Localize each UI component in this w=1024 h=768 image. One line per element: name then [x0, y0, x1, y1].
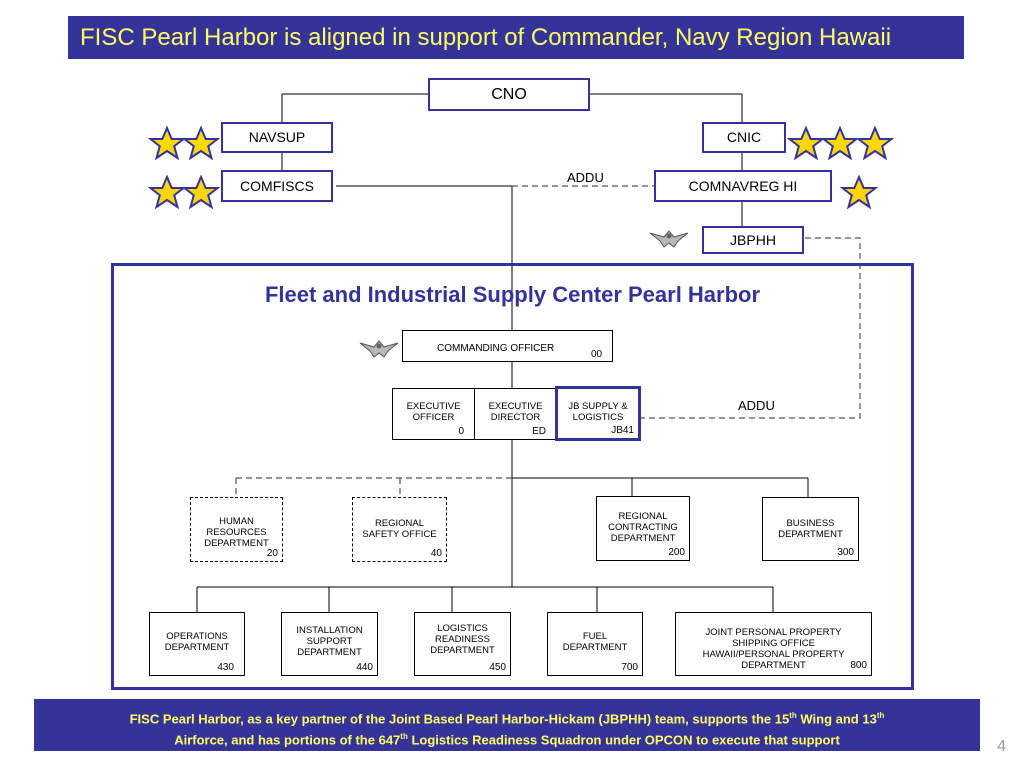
- addu-label-mid: ADDU: [738, 398, 775, 413]
- fisc-org-frame: [111, 263, 914, 690]
- dept-code: 200: [668, 547, 685, 558]
- dept-line: READINESS: [435, 634, 490, 645]
- footer-text: Airforce, and has portions of the 647: [174, 732, 401, 748]
- regional-safety-office-box: REGIONAL SAFETY OFFICE 40: [352, 497, 447, 562]
- joint-personal-property-box: JOINT PERSONAL PROPERTY SHIPPING OFFICE …: [675, 612, 872, 676]
- star-icon: [841, 176, 877, 208]
- page-number: 4: [997, 738, 1006, 755]
- footer-text: Wing and 13: [796, 711, 877, 727]
- executive-officer-box: EXECUTIVE OFFICER 0: [392, 388, 475, 440]
- operations-department-box: OPERATIONS DEPARTMENT 430: [149, 612, 245, 676]
- dept-code: 20: [266, 548, 278, 559]
- eagle-insignia-icon: [649, 230, 689, 248]
- jb-line1: JB SUPPLY &: [568, 401, 628, 412]
- jb-supply-logistics-box: JB SUPPLY & LOGISTICS JB41: [555, 386, 641, 441]
- dept-line: DEPARTMENT: [610, 533, 676, 544]
- jb-code: JB41: [611, 425, 634, 436]
- footer-sup: th: [400, 732, 408, 742]
- business-department-box: BUSINESS DEPARTMENT 300: [762, 497, 859, 561]
- slide-title: FISC Pearl Harbor is aligned in support …: [68, 16, 964, 59]
- executive-director-box: EXECUTIVE DIRECTOR ED: [474, 388, 557, 440]
- dept-line: FUEL: [582, 631, 608, 642]
- human-resources-box: HUMAN RESOURCES DEPARTMENT 20: [190, 497, 283, 562]
- xo-line1: EXECUTIVE: [406, 401, 461, 412]
- xo-line2: OFFICER: [412, 412, 455, 423]
- dept-line: DEPARTMENT: [204, 538, 269, 549]
- dept-line: DEPARTMENT: [430, 645, 495, 656]
- regional-contracting-box: REGIONAL CONTRACTING DEPARTMENT 200: [596, 496, 690, 561]
- dept-line: DEPARTMENT: [562, 642, 628, 653]
- footer-text: FISC Pearl Harbor, as a key partner of t…: [129, 711, 790, 727]
- star-icon: [183, 176, 219, 208]
- dept-line: HAWAII/PERSONAL PROPERTY: [702, 649, 845, 660]
- installation-support-box: INSTALLATION SUPPORT DEPARTMENT 440: [281, 612, 378, 676]
- dept-line: HUMAN: [219, 516, 254, 527]
- dept-line: DEPARTMENT: [297, 647, 362, 658]
- footer-banner: FISC Pearl Harbor, as a key partner of t…: [34, 699, 980, 751]
- star-icon: [788, 127, 824, 159]
- logistics-readiness-box: LOGISTICS READINESS DEPARTMENT 450: [414, 612, 511, 676]
- dept-code: 800: [850, 660, 867, 671]
- footer-sup: th: [876, 711, 885, 720]
- eagle-insignia-icon: [359, 340, 399, 358]
- dept-line: REGIONAL: [618, 511, 668, 522]
- dept-line: DEPARTMENT: [778, 529, 843, 540]
- dept-line: CONTRACTING: [608, 522, 678, 533]
- dept-line: DEPARTMENT: [741, 660, 806, 671]
- dept-line: BUSINESS: [786, 518, 835, 529]
- dept-code: 700: [621, 662, 638, 673]
- jb-line2: LOGISTICS: [572, 412, 624, 423]
- star-icon: [857, 127, 893, 159]
- jbphh-box: JBPHH: [702, 226, 804, 254]
- dept-code: 430: [217, 662, 234, 673]
- cno-box: CNO: [428, 78, 590, 111]
- dept-line: SAFETY OFFICE: [362, 529, 437, 540]
- comnavreg-box: COMNAVREG HI: [654, 170, 832, 202]
- ed-code: ED: [532, 426, 546, 437]
- star-icon: [822, 127, 858, 159]
- dept-code: 300: [837, 547, 854, 558]
- dept-line: JOINT PERSONAL PROPERTY: [705, 627, 842, 638]
- dept-line: SHIPPING OFFICE: [732, 638, 815, 649]
- star-icon: [149, 127, 185, 159]
- xo-code: 0: [458, 426, 464, 437]
- co-label: COMMANDING OFFICER: [437, 343, 555, 354]
- dept-line: LOGISTICS: [437, 623, 488, 634]
- star-icon: [149, 176, 185, 208]
- co-code: 00: [591, 349, 603, 360]
- cnic-box: CNIC: [702, 122, 786, 153]
- dept-code: 440: [356, 662, 373, 673]
- dept-code: 40: [430, 548, 442, 559]
- dept-line: OPERATIONS: [166, 631, 228, 642]
- dept-line: REGIONAL: [374, 518, 425, 529]
- dept-line: DEPARTMENT: [164, 642, 230, 653]
- fisc-heading: Fleet and Industrial Supply Center Pearl…: [264, 282, 761, 307]
- dept-line: RESOURCES: [206, 527, 267, 538]
- ed-line1: EXECUTIVE: [488, 401, 543, 412]
- footer-text: Logistics Readiness Squadron under OPCON…: [407, 732, 840, 748]
- dept-line: SUPPORT: [306, 636, 353, 647]
- fuel-department-box: FUEL DEPARTMENT 700: [547, 612, 643, 676]
- navsup-box: NAVSUP: [221, 122, 333, 153]
- ed-line2: DIRECTOR: [490, 412, 541, 423]
- dept-code: 450: [489, 662, 506, 673]
- comfiscs-box: COMFISCS: [221, 170, 333, 202]
- commanding-officer-box: COMMANDING OFFICER 00: [402, 330, 613, 362]
- footer-sup: th: [789, 711, 797, 720]
- dept-line: INSTALLATION: [296, 625, 363, 636]
- addu-label-top: ADDU: [567, 170, 604, 185]
- star-icon: [183, 127, 219, 159]
